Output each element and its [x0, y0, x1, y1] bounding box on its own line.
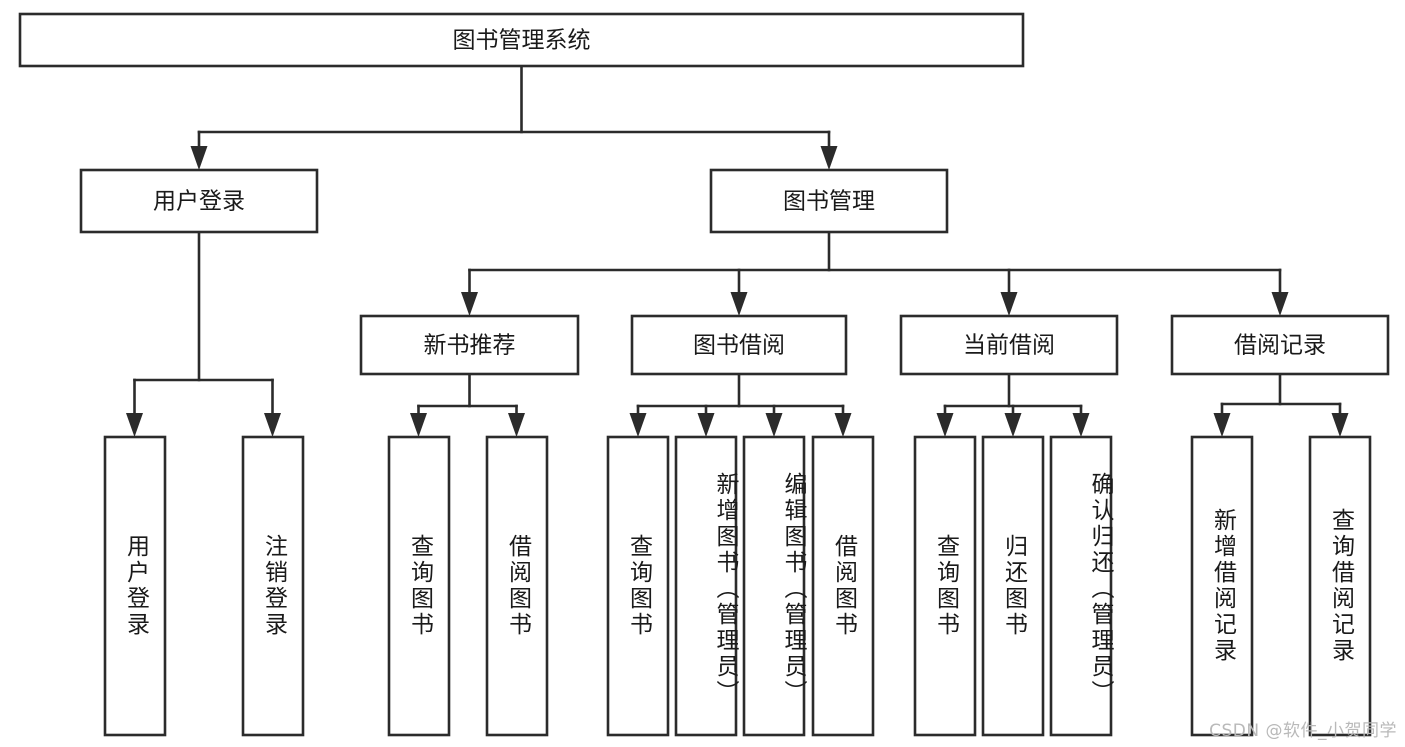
node-leaf-edit-book-admin-box[interactable] — [742, 435, 806, 737]
node-borrow-record-box[interactable] — [1170, 314, 1390, 376]
node-book-borrow-label: 图书借阅 — [693, 333, 785, 359]
arrow-head-leaf-query-book-3 — [936, 413, 954, 437]
connector-group-borrow-record — [1213, 372, 1349, 437]
arrow-head-book-borrow — [730, 292, 748, 316]
node-book-borrow[interactable]: 图书借阅 — [630, 314, 848, 376]
arrow-head-borrow-record — [1271, 292, 1289, 316]
node-leaf-borrow-book-1-box[interactable] — [485, 435, 549, 737]
node-leaf-confirm-return-box[interactable] — [1049, 435, 1113, 737]
node-book-manage[interactable]: 图书管理 — [709, 168, 949, 234]
connector-group-book-borrow — [629, 372, 852, 437]
node-leaf-query-book-2-box[interactable] — [606, 435, 670, 737]
node-leaf-add-book-admin-box[interactable] — [674, 435, 738, 737]
node-leaf-query-book-1-box[interactable] — [387, 435, 451, 737]
connector-group-root — [190, 64, 838, 170]
node-user-login[interactable]: 用户登录 — [79, 168, 319, 234]
node-leaf-add-record-box[interactable] — [1190, 435, 1254, 737]
arrow-head-leaf-logout-login — [264, 413, 281, 437]
node-leaf-logout-login-box[interactable] — [241, 435, 305, 737]
node-leaf-user-login-box[interactable] — [103, 435, 167, 737]
arrow-head-leaf-return-book — [1004, 413, 1022, 437]
arrow-head-leaf-borrow-book-1 — [508, 413, 525, 437]
arrow-head-book-manage — [820, 146, 838, 170]
node-current-borrow[interactable]: 当前借阅 — [899, 314, 1119, 376]
leaf-boxes-group — [103, 435, 1372, 737]
arrow-head-leaf-edit-book-admin — [765, 413, 783, 437]
node-root[interactable]: 图书管理系统 — [18, 12, 1025, 68]
node-root-label: 图书管理系统 — [453, 28, 591, 54]
connector-group-current-borrow — [936, 372, 1090, 437]
arrow-head-leaf-query-record — [1331, 413, 1349, 437]
arrow-head-current-borrow — [1000, 292, 1018, 316]
arrow-head-user-login — [190, 146, 208, 170]
node-new-book-recommend-label: 新书推荐 — [424, 333, 516, 359]
connector-group-new-book-recommend — [410, 372, 525, 437]
node-leaf-borrow-book-2-box[interactable] — [811, 435, 875, 737]
node-book-borrow-box[interactable] — [630, 314, 848, 376]
watermark-text: CSDN @软件_小贺同学 — [1209, 721, 1397, 741]
node-borrow-record-label: 借阅记录 — [1234, 333, 1326, 359]
connector-group-user-login — [126, 230, 281, 437]
node-root-box[interactable] — [18, 12, 1025, 68]
connector-group-book-manage — [461, 230, 1289, 316]
node-user-login-box[interactable] — [79, 168, 319, 234]
node-book-manage-label: 图书管理 — [783, 189, 875, 215]
arrow-head-leaf-confirm-return — [1072, 413, 1090, 437]
arrow-head-leaf-query-book-1 — [410, 413, 427, 437]
arrow-head-leaf-borrow-book-2 — [834, 413, 852, 437]
node-leaf-return-book-box[interactable] — [981, 435, 1045, 737]
node-leaf-query-book-3-box[interactable] — [913, 435, 977, 737]
node-leaf-query-record-box[interactable] — [1308, 435, 1372, 737]
node-borrow-record[interactable]: 借阅记录 — [1170, 314, 1390, 376]
arrow-head-new-book-recommend — [461, 292, 478, 316]
arrow-head-leaf-query-book-2 — [629, 413, 647, 437]
arrow-head-leaf-user-login — [126, 413, 143, 437]
node-current-borrow-box[interactable] — [899, 314, 1119, 376]
node-current-borrow-label: 当前借阅 — [963, 333, 1055, 359]
node-new-book-recommend[interactable]: 新书推荐 — [359, 314, 580, 376]
node-new-book-recommend-box[interactable] — [359, 314, 580, 376]
node-user-login-label: 用户登录 — [153, 189, 245, 215]
node-book-manage-box[interactable] — [709, 168, 949, 234]
arrow-head-leaf-add-record — [1213, 413, 1231, 437]
arrow-head-leaf-add-book-admin — [697, 413, 715, 437]
